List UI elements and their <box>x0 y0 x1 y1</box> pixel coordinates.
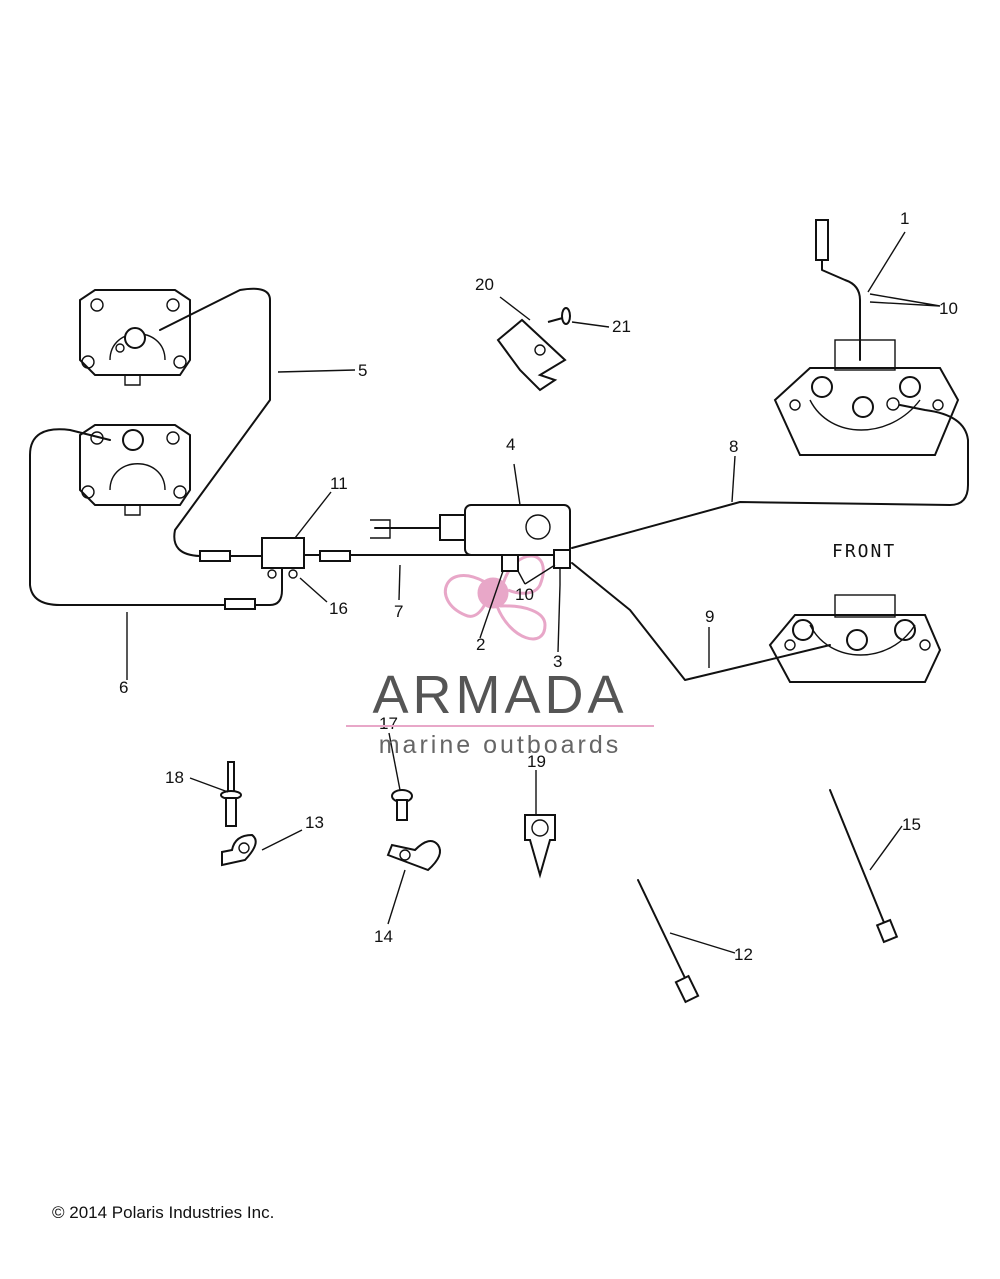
cable-tie-15 <box>829 789 899 944</box>
copyright-notice: © 2014 Polaris Industries Inc. <box>52 1203 275 1222</box>
brake-line-1 <box>821 229 861 361</box>
callout-8: 8 <box>729 437 738 456</box>
callout-10-front: 10 <box>939 299 958 318</box>
master-cylinder <box>370 504 571 585</box>
watermark-divider <box>346 725 654 727</box>
bracket <box>496 318 567 392</box>
callout-16: 16 <box>329 599 348 618</box>
callout-1: 1 <box>900 209 909 228</box>
watermark-logo: ARMADA marine outboards <box>330 665 670 760</box>
distribution-block <box>199 537 351 610</box>
callout-11: 11 <box>330 474 348 493</box>
callout-10-master: 10 <box>515 585 534 604</box>
callout-14: 14 <box>374 927 393 946</box>
leader-lines <box>126 231 941 954</box>
front-label: FRONT <box>832 541 896 562</box>
callout-3: 3 <box>553 652 562 671</box>
callout-5: 5 <box>358 361 367 380</box>
screw <box>391 789 413 821</box>
watermark-name: ARMADA <box>372 665 628 725</box>
callout-13: 13 <box>305 813 324 832</box>
rear-caliper-upper <box>79 289 191 386</box>
callout-4: 4 <box>506 435 515 454</box>
callout-12: 12 <box>734 945 753 964</box>
clip-19 <box>524 814 556 879</box>
brake-line-8 <box>571 404 969 549</box>
watermark-tagline: marine outboards <box>378 731 622 759</box>
rear-caliper-lower <box>79 424 191 516</box>
callout-18: 18 <box>165 768 184 787</box>
pin <box>547 307 571 325</box>
callout-19: 19 <box>527 752 546 771</box>
brake-line-5 <box>159 287 271 557</box>
callout-9: 9 <box>705 607 714 626</box>
callout-15: 15 <box>902 815 921 834</box>
callout-21: 21 <box>612 317 631 336</box>
cable-tie-12 <box>637 879 700 1004</box>
callout-20: 20 <box>475 275 494 294</box>
clamp-13 <box>221 833 257 867</box>
front-caliper-lower <box>768 594 942 683</box>
front-caliper-upper <box>773 339 960 456</box>
clamp-14 <box>386 840 441 872</box>
brake-line-9 <box>571 562 831 681</box>
callout-2: 2 <box>476 635 485 654</box>
callout-7: 7 <box>394 602 403 621</box>
callout-6: 6 <box>119 678 128 697</box>
brake-line-6 <box>29 428 283 606</box>
callout-17: 17 <box>379 714 398 733</box>
rivet <box>220 761 242 827</box>
